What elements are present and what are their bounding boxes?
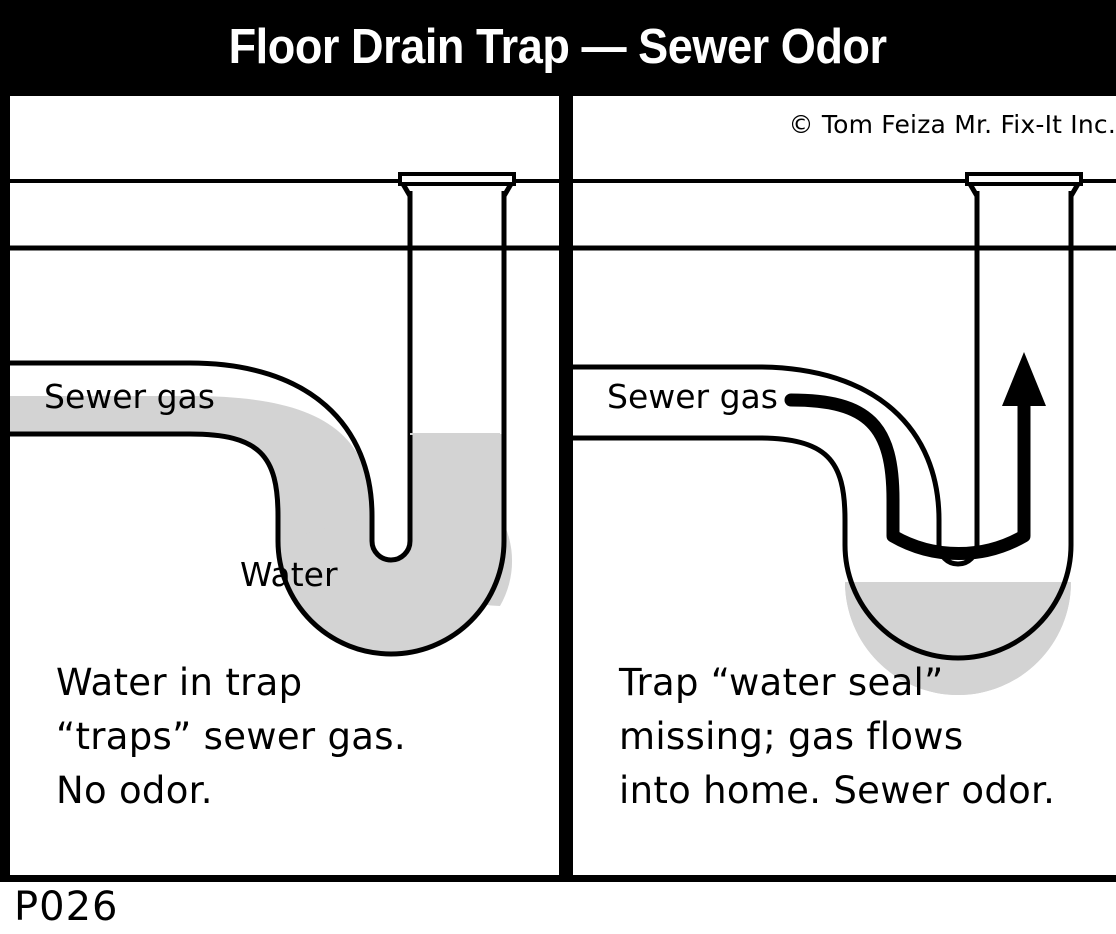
title-bar: Floor Drain Trap — Sewer Odor: [0, 0, 1116, 93]
drain-shoulder-right: [501, 182, 514, 198]
caption-left: Water in trap “traps” sewer gas. No odor…: [56, 661, 406, 812]
drain-flange-rim: [398, 172, 516, 186]
pipe-outline-inner: [10, 191, 413, 563]
label-sewer-gas: Sewer gas: [44, 377, 215, 416]
copyright-notice: © Tom Feiza Mr. Fix-It Inc.: [788, 110, 1116, 139]
figure-code: P026: [14, 884, 119, 930]
water-fill-bend: [278, 434, 504, 654]
drain-shoulder-right: [1068, 182, 1081, 198]
label-sewer-gas: Sewer gas: [607, 377, 778, 416]
water-crescent: [845, 582, 1071, 695]
left-panel-drawing: Sewer gas Water: [10, 172, 559, 657]
drain-shoulder-left: [967, 182, 980, 198]
pipe-outline-outer: [10, 191, 507, 657]
page-title: Floor Drain Trap — Sewer Odor: [228, 19, 887, 74]
right-panel-drawing: Sewer gas: [573, 172, 1116, 695]
panel-trap-missing-water-seal: © Tom Feiza Mr. Fix-It Inc. Sewer gas Tr…: [573, 96, 1116, 875]
caption-right: Trap “water seal” missing; gas flows int…: [619, 661, 1056, 812]
gas-flow-arrowhead: [1002, 352, 1046, 406]
gas-flow-arrow-path: [784, 369, 1031, 560]
label-water: Water: [240, 555, 338, 594]
drain-shoulder-left: [400, 182, 413, 198]
pipe-outline-outer: [573, 191, 1074, 661]
pipe-outline-inner: [573, 191, 980, 567]
drain-flange-rim: [965, 172, 1083, 186]
panel-trap-with-water-seal: Sewer gas Water Water in trap “traps” se…: [10, 96, 559, 875]
